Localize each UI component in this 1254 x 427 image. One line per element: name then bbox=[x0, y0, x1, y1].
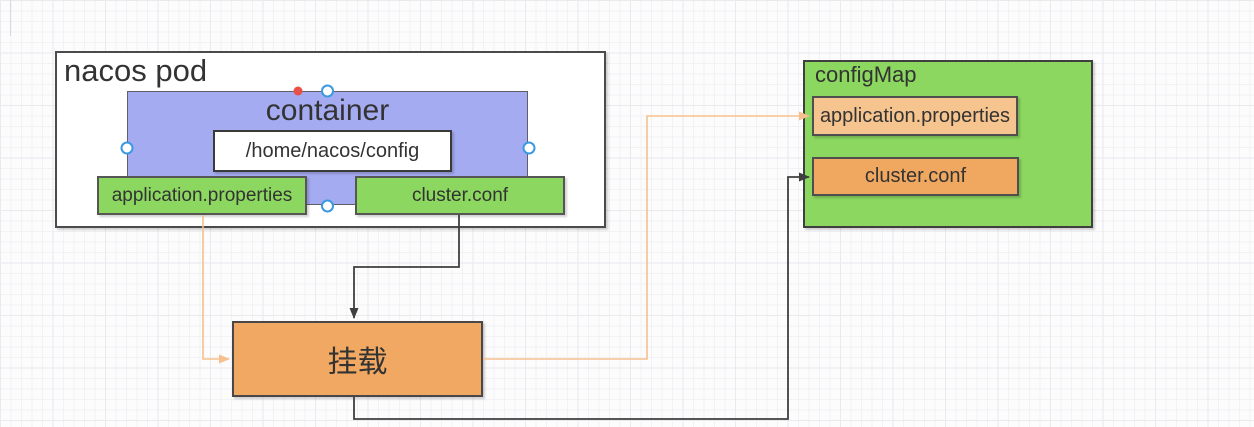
connector-pod-app-properties-to-mount[interactable] bbox=[202, 215, 230, 364]
node-mount[interactable]: 挂载 bbox=[232, 321, 483, 397]
node-mount-label: 挂载 bbox=[327, 346, 388, 379]
node-configmap-cluster-conf-label: cluster.conf bbox=[864, 165, 967, 187]
node-pod-cluster-conf[interactable]: cluster.conf bbox=[355, 176, 565, 215]
node-pod-application-properties-label: application.properties bbox=[111, 184, 293, 206]
node-pod-cluster-conf-label: cluster.conf bbox=[411, 184, 509, 206]
node-container-label: container bbox=[265, 94, 390, 127]
connector-pod-cluster-conf-to-mount[interactable] bbox=[349, 215, 460, 319]
node-configmap-label: configMap bbox=[815, 62, 917, 87]
node-config-path[interactable]: /home/nacos/config bbox=[213, 130, 452, 172]
node-configmap-application-properties[interactable]: application.properties bbox=[812, 96, 1018, 136]
canvas-page-edge bbox=[10, 0, 11, 36]
node-nacos-pod-label: nacos pod bbox=[64, 53, 208, 88]
node-config-path-label: /home/nacos/config bbox=[245, 139, 420, 162]
node-pod-application-properties[interactable]: application.properties bbox=[97, 176, 307, 215]
node-configmap-cluster-conf[interactable]: cluster.conf bbox=[812, 157, 1019, 196]
node-configmap-application-properties-label: application.properties bbox=[819, 104, 1011, 127]
node-configmap[interactable] bbox=[803, 60, 1093, 228]
